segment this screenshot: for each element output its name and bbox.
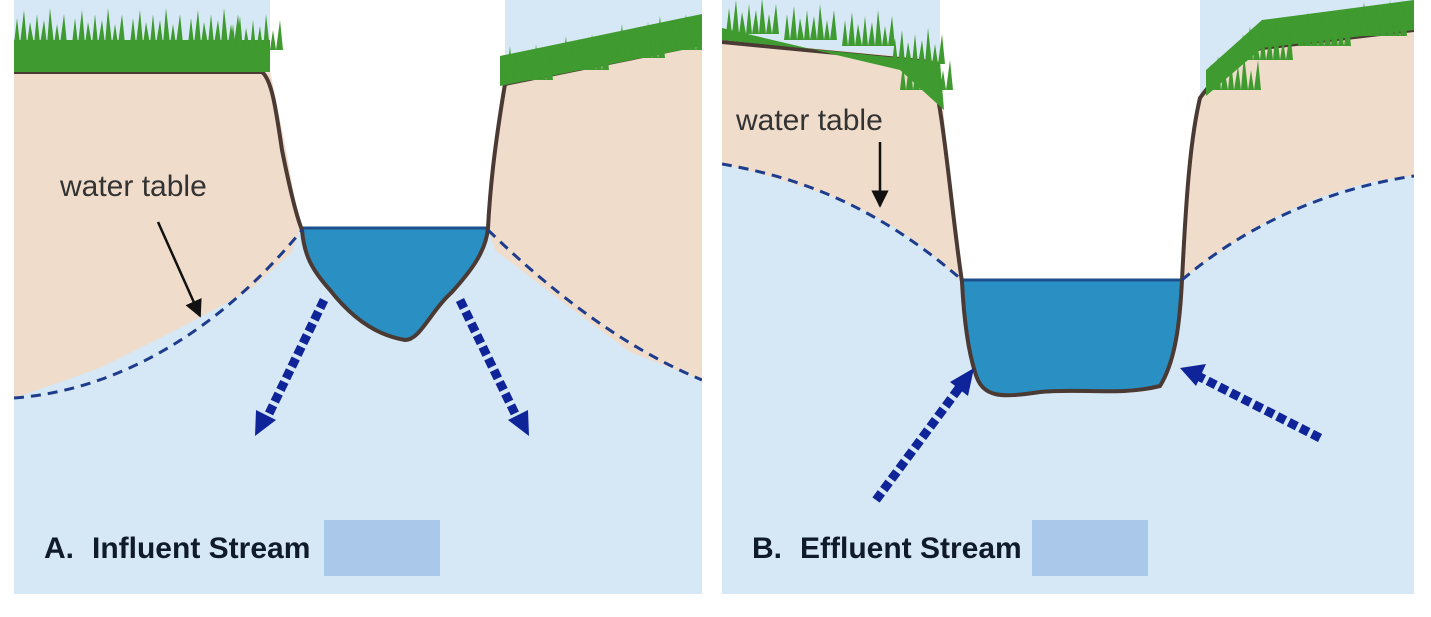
right-bank-soil — [488, 42, 702, 380]
stream-water — [302, 228, 488, 340]
caption-swatch — [1032, 520, 1148, 576]
flow-arrow-left-head — [255, 410, 276, 436]
panel-divider — [702, 0, 722, 617]
left-bank-soil — [14, 70, 300, 398]
panel-effluent-stream: water table B. Effluent Stream — [722, 0, 1414, 594]
channel-air — [270, 0, 505, 228]
stream-water — [962, 280, 1182, 395]
caption-title: Effluent Stream — [800, 532, 1022, 565]
flow-arrow-left — [259, 298, 329, 426]
right-bank-soil — [1182, 30, 1414, 280]
flow-arrow-right — [1195, 371, 1323, 443]
flow-arrow-right-head — [508, 410, 529, 436]
water-table-label: water table — [59, 170, 207, 203]
flow-arrow-right-head — [1180, 364, 1206, 386]
grass-left — [14, 8, 283, 72]
caption-title: Influent Stream — [92, 532, 310, 565]
caption-letter: A. — [44, 532, 74, 565]
flow-arrow-right — [455, 298, 525, 426]
caption-letter: B. — [752, 532, 782, 565]
grass-right — [500, 14, 702, 86]
left-bank-outline — [14, 42, 702, 343]
flow-arrow-left — [872, 381, 966, 503]
panel-influent-stream: water table A. Influent Stream — [14, 0, 702, 594]
water-table-line — [722, 162, 1414, 282]
caption-swatch — [324, 520, 440, 576]
channel-air — [940, 0, 1200, 280]
flow-arrow-left-head — [950, 368, 974, 396]
left-bank-soil — [722, 40, 960, 280]
water-table-label: water table — [735, 104, 883, 137]
water-table-pointer — [156, 221, 202, 318]
grass-right — [1206, 0, 1414, 96]
water-table-line — [14, 228, 702, 400]
grass-left — [722, 0, 953, 110]
bank-outline — [722, 28, 1414, 398]
